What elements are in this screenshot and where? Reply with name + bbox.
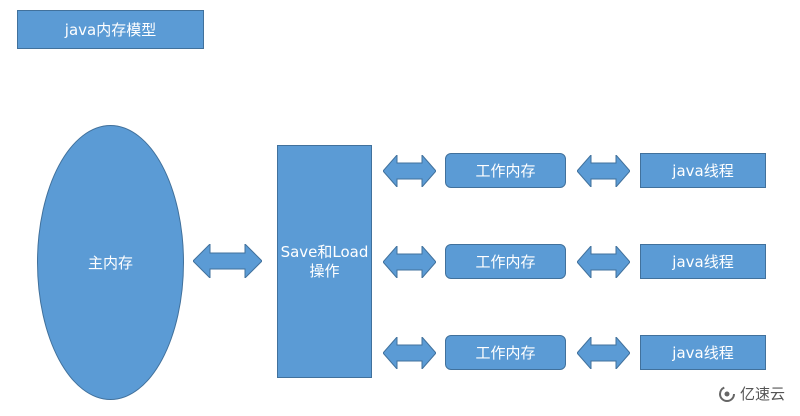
save-load-label-line1: Save和Load xyxy=(280,242,369,261)
save-load-box: Save和Load 操作 xyxy=(277,145,372,378)
double-arrow-save-to-work-1 xyxy=(383,155,436,187)
yisu-cloud-logo-icon xyxy=(719,385,735,402)
java-thread-label-2: java线程 xyxy=(672,253,734,271)
double-arrow-main-to-save xyxy=(193,244,262,278)
work-memory-box-3: 工作内存 xyxy=(445,335,566,370)
double-arrow-save-to-work-3 xyxy=(383,337,436,369)
double-arrow-work-to-thread-2 xyxy=(577,246,630,278)
work-memory-label-3: 工作内存 xyxy=(475,344,536,362)
work-memory-label-1: 工作内存 xyxy=(475,162,536,180)
work-memory-label-2: 工作内存 xyxy=(475,253,536,271)
double-arrow-save-to-work-2 xyxy=(383,246,436,278)
java-thread-box-1: java线程 xyxy=(640,153,766,188)
main-memory-label: 主内存 xyxy=(87,254,133,272)
java-thread-box-3: java线程 xyxy=(640,335,766,370)
java-thread-box-2: java线程 xyxy=(640,244,766,279)
work-memory-box-1: 工作内存 xyxy=(445,153,566,188)
diagram-title: java内存模型 xyxy=(17,10,204,49)
double-arrow-work-to-thread-1 xyxy=(577,155,630,187)
java-thread-label-3: java线程 xyxy=(672,344,734,362)
work-memory-box-2: 工作内存 xyxy=(445,244,566,279)
double-arrow-work-to-thread-3 xyxy=(577,337,630,369)
watermark: 亿速云 xyxy=(718,383,785,404)
java-thread-label-1: java线程 xyxy=(672,162,734,180)
watermark-text: 亿速云 xyxy=(740,385,786,403)
save-load-label-line2: 操作 xyxy=(309,261,340,280)
main-memory-ellipse: 主内存 xyxy=(37,125,184,400)
